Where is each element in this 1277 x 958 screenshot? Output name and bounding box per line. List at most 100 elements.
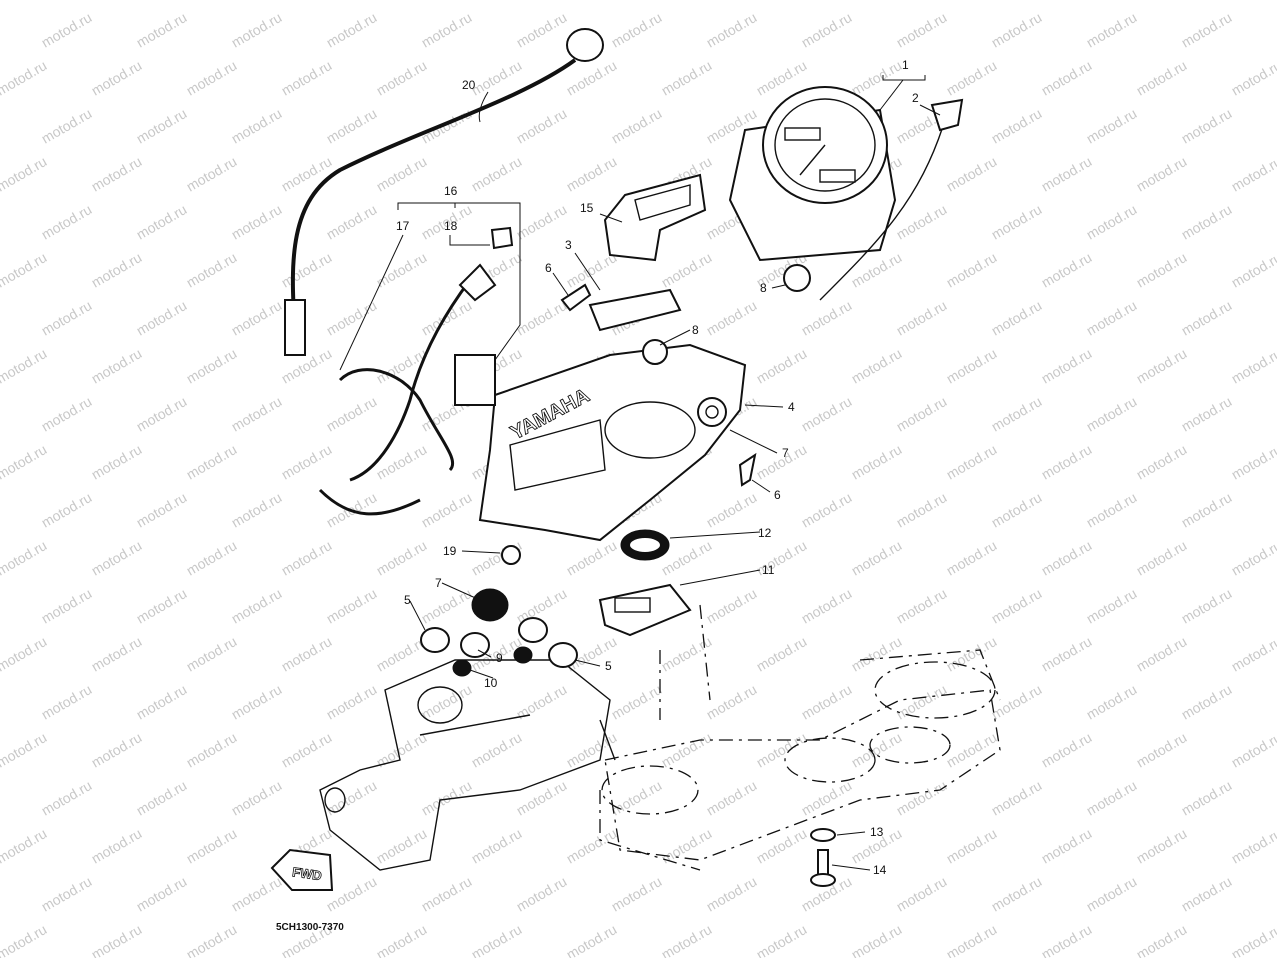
watermark-text: motod.ru [89,153,145,194]
watermark-text: motod.ru [0,825,49,866]
watermark-text: motod.ru [134,873,190,914]
watermark-text: motod.ru [799,489,855,530]
watermark-text: motod.ru [1039,729,1095,770]
watermark-text: motod.ru [1229,537,1277,578]
dampers-and-collars [420,283,836,887]
watermark-text: motod.ru [184,633,240,674]
watermark-text: motod.ru [1229,153,1277,194]
watermark-text: motod.ru [89,57,145,98]
watermark-text: motod.ru [704,873,760,914]
watermark-text: motod.ru [564,153,620,194]
watermark-text: motod.ru [134,201,190,242]
watermark-text: motod.ru [1229,825,1277,866]
watermark-text: motod.ru [1084,9,1140,50]
watermark-text: motod.ru [564,921,620,958]
watermark-text: motod.ru [0,441,49,482]
watermark-text: motod.ru [1274,9,1277,50]
watermark-text: motod.ru [229,873,285,914]
watermark-text: motod.ru [324,681,380,722]
callout-7b: 7 [435,576,442,590]
watermark-text: motod.ru [89,729,145,770]
watermark-text: motod.ru [1039,825,1095,866]
watermark-text: motod.ru [1274,585,1277,626]
watermark-text: motod.ru [89,921,145,958]
watermark-text: motod.ru [609,873,665,914]
watermark-text: motod.ru [659,57,715,98]
watermark-text: motod.ru [849,441,905,482]
callout-14: 14 [873,863,887,877]
callout-5a: 5 [404,593,411,607]
watermark-text: motod.ru [0,57,49,98]
watermark-text: motod.ru [1084,585,1140,626]
watermark-text: motod.ru [799,681,855,722]
watermark-text: motod.ru [419,297,475,338]
callout-16: 16 [444,184,458,198]
tachometer-cable [284,28,604,356]
watermark-text: motod.ru [1134,57,1190,98]
watermark-text: motod.ru [469,825,525,866]
watermark-text: motod.ru [1179,489,1235,530]
watermark-text: motod.ru [0,633,49,674]
watermark-text: motod.ru [324,201,380,242]
watermark-text: motod.ru [469,0,525,3]
watermark-text: motod.ru [324,9,380,50]
watermark-text: motod.ru [944,345,1000,386]
watermark-text: motod.ru [704,585,760,626]
watermark-text: motod.ru [184,921,240,958]
watermark-text: motod.ru [279,57,335,98]
watermark-text: motod.ru [754,729,810,770]
watermark-text: motod.ru [894,585,950,626]
watermark-text: motod.ru [89,345,145,386]
watermark-text: motod.ru [0,729,49,770]
watermark-text: motod.ru [704,297,760,338]
watermark-text: motod.ru [514,873,570,914]
watermark-text: motod.ru [659,249,715,290]
watermark-text: motod.ru [1084,873,1140,914]
forward-arrow: FWD [270,848,334,891]
watermark-text: motod.ru [514,105,570,146]
watermark-text: motod.ru [944,0,1000,3]
speedometer-assembly [728,86,897,292]
watermark-text: motod.ru [1274,777,1277,818]
watermark-text: motod.ru [989,105,1045,146]
watermark-text: motod.ru [1274,201,1277,242]
watermark-text: motod.ru [1229,633,1277,674]
watermark-text: motod.ru [989,777,1045,818]
watermark-text: motod.ru [1179,9,1235,50]
watermark-text: motod.ru [1084,393,1140,434]
watermark-text: motod.ru [989,681,1045,722]
watermark-text: motod.ru [514,777,570,818]
meter-case-bracket [478,339,747,542]
watermark-text: motod.ru [0,153,49,194]
watermark-text: motod.ru [324,585,380,626]
watermark-text: motod.ru [184,153,240,194]
watermark-text: motod.ru [39,9,95,50]
watermark-text: motod.ru [944,825,1000,866]
callout-5b: 5 [605,659,612,673]
callout-10: 10 [484,676,498,690]
watermark-text: motod.ru [944,921,1000,958]
watermark-text: motod.ru [704,777,760,818]
watermark-text: motod.ru [1229,57,1277,98]
watermark-text: motod.ru [1229,921,1277,958]
watermark-text: motod.ru [419,873,475,914]
watermark-text: motod.ru [799,9,855,50]
watermark-text: motod.ru [1229,729,1277,770]
watermark-text: motod.ru [184,537,240,578]
watermark-text: motod.ru [1039,249,1095,290]
callout-7a: 7 [782,446,789,460]
watermark-text: motod.ru [1274,873,1277,914]
watermark-text: motod.ru [1134,537,1190,578]
watermark-text: motod.ru [944,537,1000,578]
watermark-text: motod.ru [1084,681,1140,722]
watermark-text: motod.ru [1274,489,1277,530]
watermark-text: motod.ru [1084,489,1140,530]
callout-6b: 6 [774,488,781,502]
watermark-text: motod.ru [754,345,810,386]
watermark-text: motod.ru [1134,633,1190,674]
watermark-text: motod.ru [894,297,950,338]
callout-19: 19 [443,544,457,558]
watermark-text: motod.ru [469,153,525,194]
watermark-text: motod.ru [39,297,95,338]
watermark-text: motod.ru [39,873,95,914]
